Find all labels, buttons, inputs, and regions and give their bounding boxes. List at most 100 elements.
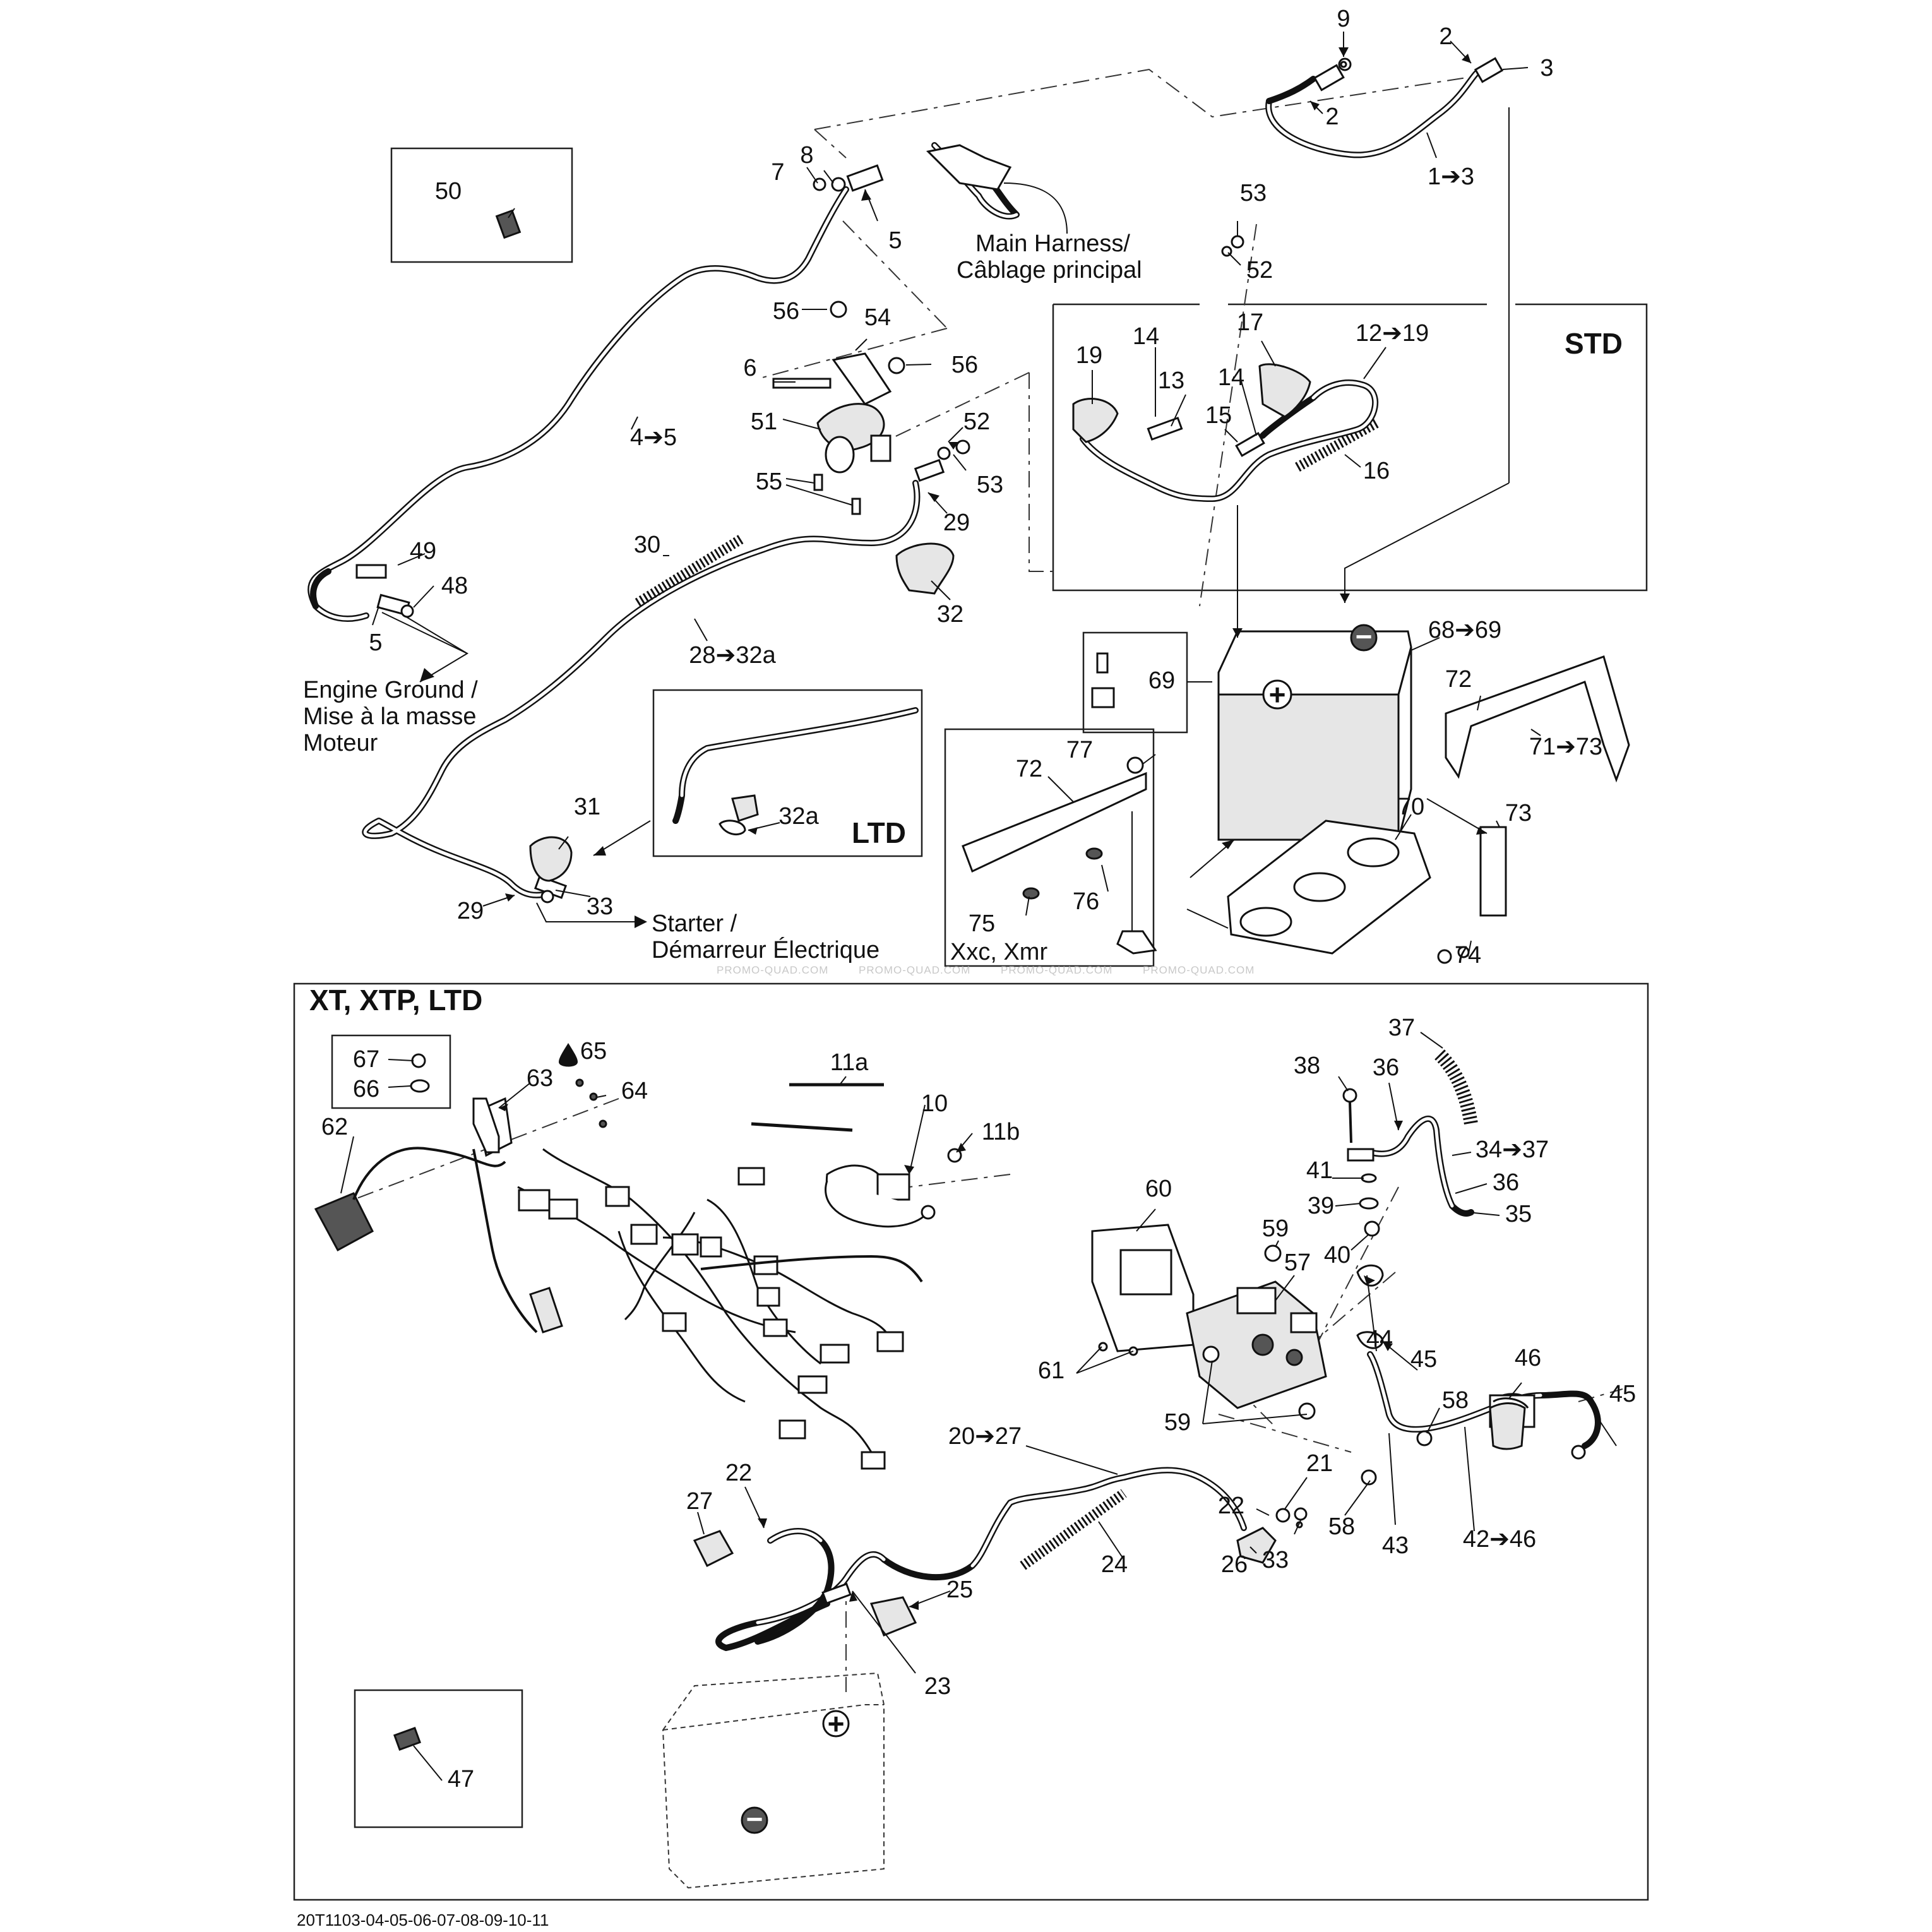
label-65: 65 — [580, 1038, 607, 1064]
label-75: 75 — [969, 910, 995, 937]
box-xt-xtp-ltd — [293, 982, 1649, 1901]
label-54: 54 — [864, 304, 891, 331]
label-40: 40 — [1324, 1242, 1351, 1268]
label-1-3: 1➔3 — [1428, 164, 1474, 190]
arrow-starter — [635, 915, 647, 928]
label-49: 49 — [410, 538, 436, 564]
sleeve-16 — [1295, 419, 1379, 472]
label-56: 56 — [773, 298, 799, 325]
label-73: 73 — [1505, 800, 1532, 826]
label-58: 58 — [1442, 1387, 1469, 1414]
label-68-69: 68➔69 — [1428, 617, 1501, 643]
label-35: 35 — [1505, 1201, 1532, 1227]
label-64: 64 — [621, 1078, 648, 1104]
label-31: 31 — [574, 794, 600, 820]
label-74: 74 — [1455, 942, 1481, 969]
main-harness-label-2: Câblage principal — [957, 257, 1142, 283]
label-11b: 11b — [982, 1119, 1020, 1145]
label-52: 52 — [1246, 257, 1273, 283]
label-17: 17 — [1237, 309, 1263, 336]
strap-71-73 — [1437, 655, 1630, 964]
label-36b: 36 — [1493, 1169, 1519, 1196]
label-36: 36 — [1373, 1054, 1399, 1081]
label-51: 51 — [751, 408, 777, 435]
label-56b: 56 — [951, 352, 978, 378]
label-9: 9 — [1337, 6, 1350, 32]
label-28-32a: 28➔32a — [689, 642, 776, 669]
nut-69 — [1091, 687, 1115, 708]
label-53b: 53 — [977, 472, 1003, 498]
label-46: 46 — [1515, 1345, 1541, 1371]
label-29: 29 — [943, 510, 970, 536]
label-45b: 45 — [1609, 1381, 1636, 1407]
label-76: 76 — [1073, 888, 1099, 915]
label-30: 30 — [634, 532, 660, 558]
cable-20-27 — [715, 1467, 1308, 1651]
label-41: 41 — [1306, 1157, 1333, 1184]
boot-32 — [895, 542, 955, 595]
label-24: 24 — [1101, 1551, 1128, 1578]
cable-1-3 — [1265, 57, 1504, 158]
engine-ground-label-2: Mise à la masse — [303, 703, 477, 730]
label-43: 43 — [1382, 1532, 1409, 1559]
boot-25 — [869, 1596, 917, 1637]
label-32a: 32a — [778, 803, 819, 830]
label-2b: 2 — [1325, 104, 1339, 130]
sensor-10 — [700, 1083, 962, 1283]
label-22b: 22 — [725, 1460, 752, 1486]
battery-minus-symbol: − — [1356, 620, 1373, 653]
watermark-4: PROMO-QUAD.COM — [1143, 964, 1255, 976]
label-13: 13 — [1158, 367, 1184, 394]
label-67: 67 — [353, 1046, 379, 1073]
label-8: 8 — [800, 142, 813, 169]
label-12-19: 12➔19 — [1356, 320, 1429, 347]
box-item-67-66 — [331, 1034, 451, 1109]
main-wiring-harness — [517, 1148, 904, 1470]
box-item-50 — [390, 147, 573, 263]
engine-ground-label-1: Engine Ground / — [303, 677, 478, 703]
battery-main: + − — [1217, 620, 1412, 841]
label-23: 23 — [924, 1673, 951, 1700]
label-21: 21 — [1306, 1450, 1333, 1477]
label-22: 22 — [1218, 1493, 1244, 1519]
label-4-5: 4➔5 — [630, 424, 677, 451]
boot-26 — [1236, 1527, 1277, 1564]
watermark-1: PROMO-QUAD.COM — [717, 964, 828, 976]
label-7: 7 — [771, 159, 784, 186]
label-50: 50 — [435, 178, 462, 205]
label-5b: 5 — [369, 629, 382, 656]
label-57: 57 — [1284, 1249, 1311, 1276]
label-60: 60 — [1145, 1176, 1172, 1202]
box-ltd — [652, 689, 923, 857]
cable-28-32a — [362, 439, 970, 903]
label-62: 62 — [321, 1114, 348, 1140]
label-14b: 14 — [1218, 364, 1244, 391]
label-70: 70 — [1398, 794, 1424, 820]
label-5: 5 — [888, 227, 902, 254]
label-33: 33 — [587, 893, 613, 920]
cap-46 — [1489, 1402, 1526, 1450]
sleeve-24 — [1020, 1489, 1127, 1570]
main-harness — [926, 142, 1068, 234]
label-37: 37 — [1388, 1015, 1415, 1041]
box-xxc-xmr — [944, 728, 1155, 967]
battery-xt-minus-symbol: − — [746, 1803, 763, 1835]
label-72b: 72 — [1016, 756, 1042, 782]
label-55: 55 — [756, 468, 782, 495]
label-59b: 59 — [1164, 1409, 1191, 1436]
watermark-2: PROMO-QUAD.COM — [859, 964, 970, 976]
footer-code: 20T1103-04-05-06-07-08-09-10-11 — [297, 1911, 549, 1929]
cable-34-37 — [1342, 1049, 1478, 1237]
engine-ground-label-3: Moteur — [303, 730, 378, 756]
label-26: 26 — [1221, 1551, 1248, 1578]
cable-4-5 — [307, 164, 884, 622]
label-45: 45 — [1410, 1346, 1437, 1373]
label-34-37: 34➔37 — [1476, 1136, 1549, 1163]
watermark-3: PROMO-QUAD.COM — [1001, 964, 1112, 976]
label-20-27: 20➔27 — [948, 1423, 1022, 1450]
label-27: 27 — [686, 1488, 713, 1515]
label-15: 15 — [1205, 402, 1232, 429]
sleeve-30 — [635, 534, 745, 607]
label-63: 63 — [527, 1065, 553, 1092]
